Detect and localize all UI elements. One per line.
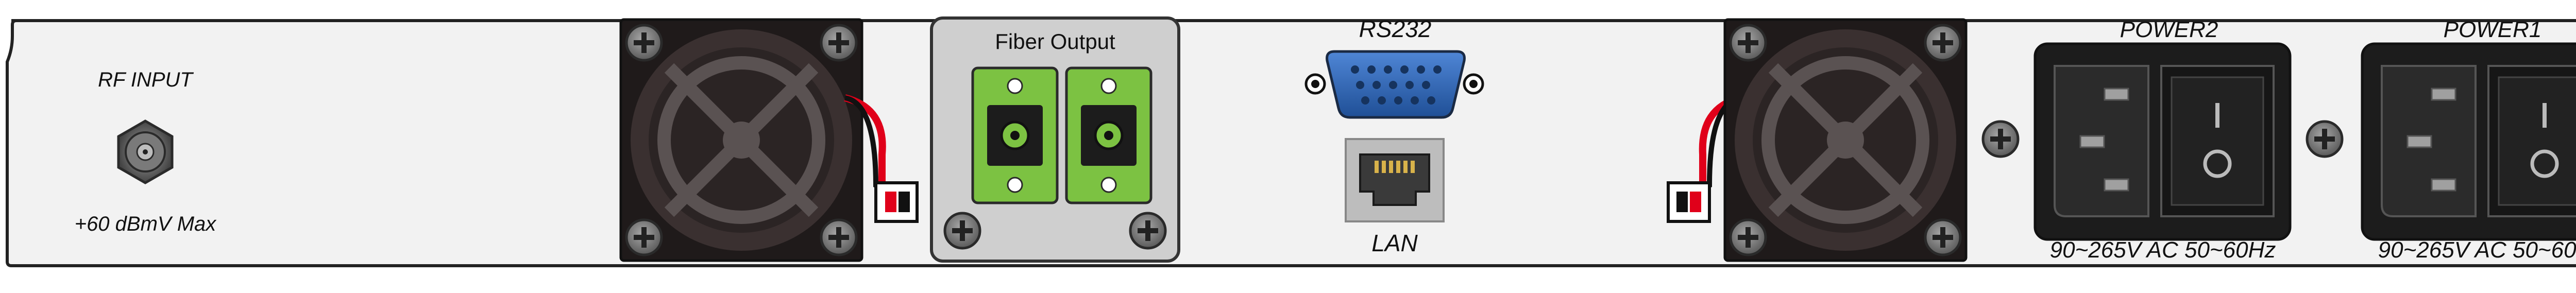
power1-spec: 90~265V AC 50~60Hz (2378, 237, 2576, 263)
power2-ac-inlet[interactable] (2054, 65, 2149, 217)
rf-input-spec: +60 dBmV Max (75, 213, 217, 235)
fan-right (1723, 18, 1968, 262)
fiber-output-port-1[interactable] (971, 66, 1059, 204)
lan-title: LAN (1371, 230, 1418, 256)
fiber-output-title: Fiber Output (995, 29, 1115, 54)
rf-input-connector[interactable] (117, 119, 174, 184)
fiber-output-port-2[interactable] (1065, 66, 1153, 204)
fan-grille-icon (657, 56, 825, 224)
rf-input-title: RF INPUT (98, 68, 194, 91)
power1-switch[interactable] (2487, 65, 2576, 217)
rs232-port[interactable] (1304, 50, 1484, 119)
lan-port[interactable] (1345, 138, 1445, 222)
power2-title: POWER2 (2120, 17, 2218, 42)
lan-section: LAN (1345, 138, 1445, 256)
rs232-title: RS232 (1359, 15, 1432, 42)
power1-title: POWER1 (2444, 17, 2542, 42)
power1-ac-inlet[interactable] (2381, 65, 2477, 217)
power2-section: POWER2 90~265V AC 50~60Hz (2033, 17, 2292, 263)
fiber-output-section: Fiber Output (930, 16, 1180, 263)
fan-left (619, 18, 863, 262)
fan-left-power-lead (844, 94, 919, 223)
rs232-section: RS232 (1304, 15, 1484, 119)
power1-section: POWER1 90~265V AC 50~60Hz (2361, 17, 2576, 263)
mounting-screw (1983, 122, 2018, 157)
power2-switch[interactable] (2160, 65, 2275, 217)
mounting-screw (2307, 122, 2342, 157)
fan-grille-icon (1761, 56, 1929, 224)
power2-spec: 90~265V AC 50~60Hz (2050, 237, 2276, 263)
rf-input-section: RF INPUT +60 dBmV Max (75, 68, 217, 235)
